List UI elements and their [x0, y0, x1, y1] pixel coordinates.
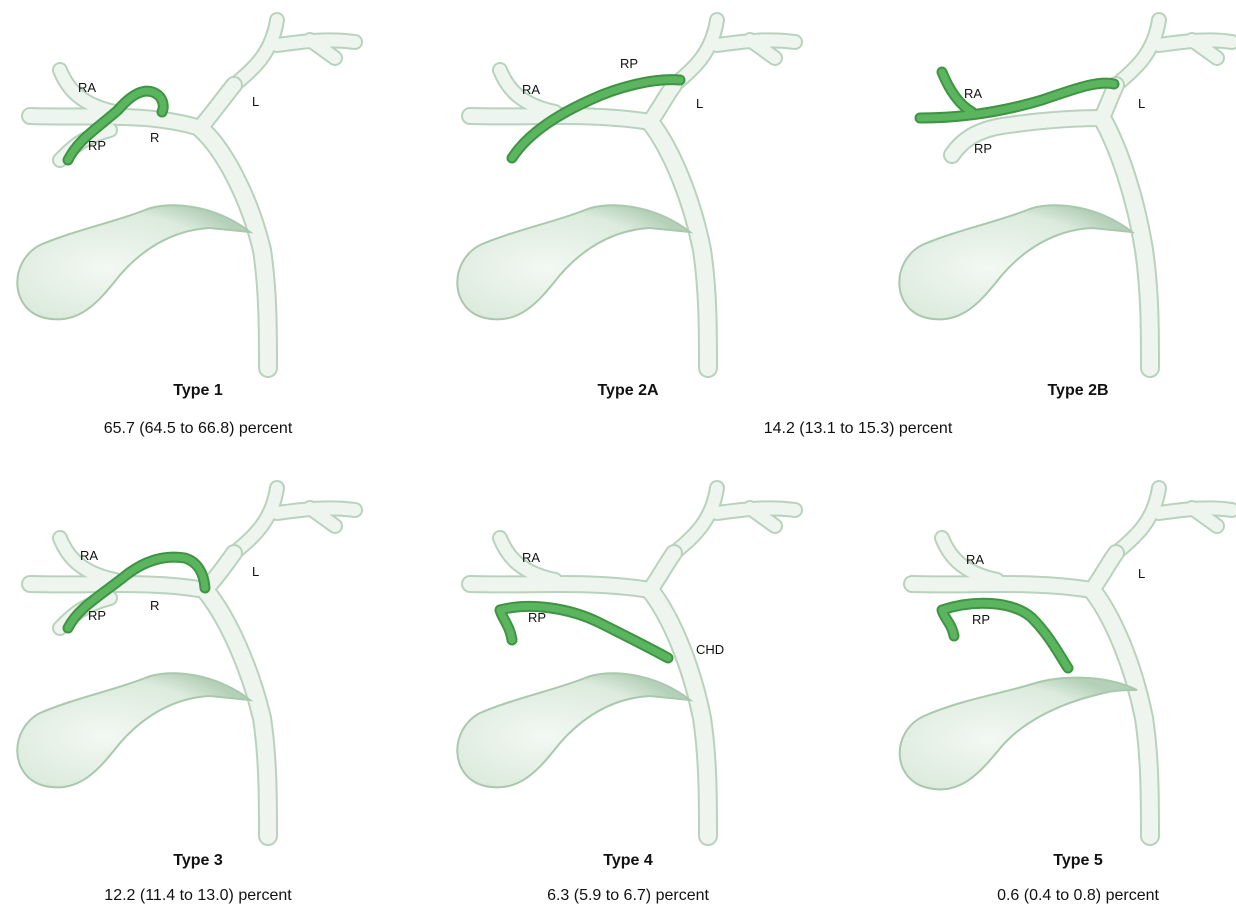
- label-rp: RP: [528, 610, 546, 625]
- gallbladder: [457, 205, 690, 319]
- diagram-panel-type-3: RA RP R L: [0, 468, 420, 848]
- diagram-panel-type-4: RA RP CHD: [440, 468, 860, 848]
- label-rp: RP: [974, 141, 992, 156]
- highlighted-variant-duct: [942, 603, 1068, 668]
- diagram-panel-type-2b: RA RP L: [882, 0, 1236, 380]
- common-duct-tree: [470, 488, 795, 836]
- diagram-panel-type-5: RA RP L: [882, 468, 1236, 848]
- type-2-percentage: 14.2 (13.1 to 15.3) percent: [668, 420, 1048, 438]
- label-r: R: [150, 130, 159, 145]
- type-5-illustration: RA RP L: [882, 468, 1236, 848]
- label-ra: RA: [964, 86, 982, 101]
- label-rp: RP: [88, 138, 106, 153]
- type-4-title: Type 4: [518, 852, 738, 870]
- type-3-percentage: 12.2 (11.4 to 13.0) percent: [8, 887, 388, 905]
- type-2a-title: Type 2A: [518, 382, 738, 400]
- label-ra: RA: [78, 80, 96, 95]
- type-5-title: Type 5: [968, 852, 1188, 870]
- label-l: L: [252, 564, 259, 579]
- type-4-percentage: 6.3 (5.9 to 6.7) percent: [438, 887, 818, 905]
- label-chd: CHD: [696, 642, 724, 657]
- label-ra: RA: [80, 548, 98, 563]
- type-3-illustration: RA RP R L: [0, 468, 420, 848]
- label-l: L: [696, 96, 703, 111]
- common-duct-tree: [952, 20, 1232, 368]
- label-rp: RP: [972, 612, 990, 627]
- type-2b-title: Type 2B: [968, 382, 1188, 400]
- diagram-panel-type-1: RA RP R L: [0, 0, 420, 380]
- common-duct-tree: [470, 20, 795, 368]
- type-1-percentage: 65.7 (64.5 to 66.8) percent: [8, 420, 388, 438]
- gallbladder: [899, 205, 1132, 319]
- label-ra: RA: [522, 550, 540, 565]
- gallbladder: [17, 673, 250, 787]
- label-rp: RP: [88, 608, 106, 623]
- highlighted-variant-duct: [500, 606, 668, 658]
- label-rp: RP: [620, 56, 638, 71]
- label-ra: RA: [522, 82, 540, 97]
- type-1-title: Type 1: [88, 382, 308, 400]
- diagram-panel-type-2a: RA RP L: [440, 0, 860, 380]
- label-l: L: [1138, 96, 1145, 111]
- type-4-illustration: RA RP CHD: [440, 468, 860, 848]
- type-3-title: Type 3: [88, 852, 308, 870]
- label-l: L: [252, 94, 259, 109]
- type-2b-illustration: RA RP L: [882, 0, 1236, 380]
- label-l: L: [1138, 566, 1145, 581]
- label-r: R: [150, 598, 159, 613]
- common-duct-tree: [30, 488, 355, 836]
- gallbladder: [900, 678, 1137, 790]
- type-1-illustration: RA RP R L: [0, 0, 420, 380]
- gallbladder: [17, 205, 250, 319]
- type-2a-illustration: RA RP L: [440, 0, 860, 380]
- gallbladder: [457, 673, 690, 787]
- type-5-percentage: 0.6 (0.4 to 0.8) percent: [888, 887, 1236, 905]
- common-duct-tree: [30, 20, 355, 368]
- label-ra: RA: [966, 552, 984, 567]
